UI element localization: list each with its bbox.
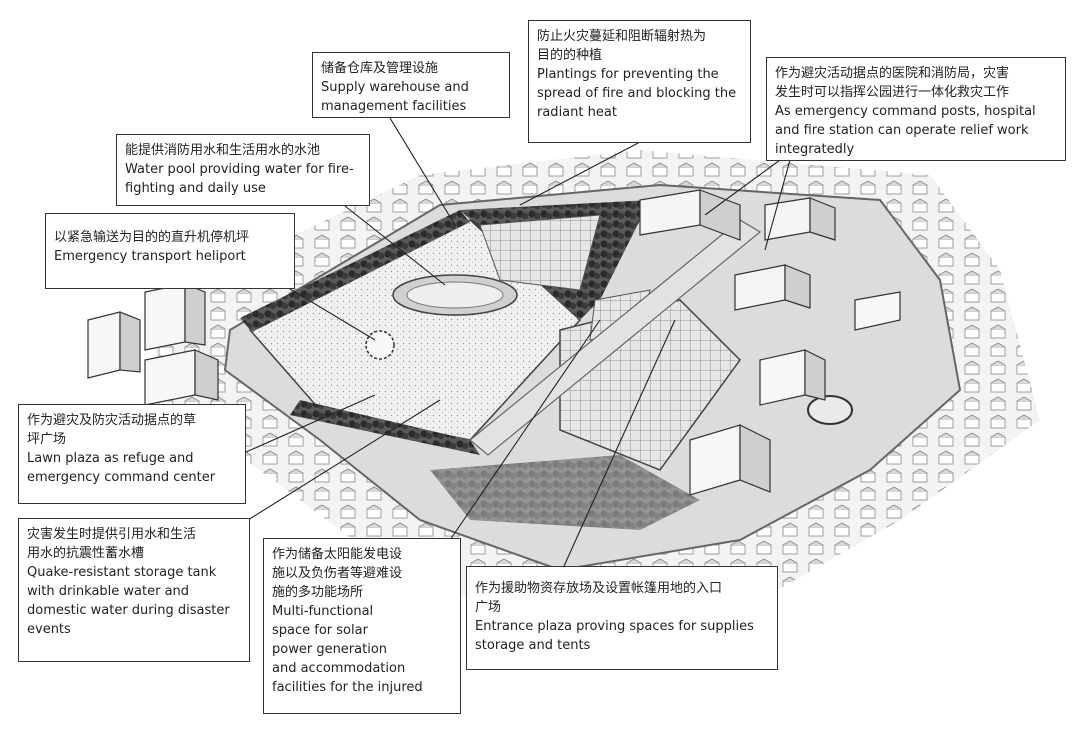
callout-en: Emergency transport heliport xyxy=(54,249,246,264)
callout-supply-warehouse: 储备仓库及管理设施 Supply warehouse and managemen… xyxy=(312,52,510,118)
callout-cn: 作为避灾活动据点的医院和消防局，灾害 发生时可以指挥公园进行一体化救灾工作 xyxy=(775,66,1010,100)
callout-en: Entrance plaza proving spaces for suppli… xyxy=(475,619,754,653)
callout-en: Lawn plaza as refuge and emergency comma… xyxy=(27,451,216,485)
sports-track xyxy=(807,395,853,425)
callout-en: Supply warehouse and management faciliti… xyxy=(321,80,469,114)
callout-multi-functional: 作为储备太阳能发电设 施以及负伤者等避难设 施的多功能场所 Multi-func… xyxy=(263,538,461,714)
callout-cn: 防止火灾蔓延和阻断辐射热为 目的的种植 xyxy=(537,29,707,63)
callout-entrance-plaza: 作为援助物资存放场及设置帐篷用地的入口 广场 Entrance plaza pr… xyxy=(466,566,778,670)
callout-en: Quake-resistant storage tank with drinka… xyxy=(27,565,230,637)
callout-en: Plantings for preventing the spread of f… xyxy=(537,67,737,120)
callout-cn: 以紧急输送为目的的直升机停机坪 xyxy=(54,230,250,245)
heliport xyxy=(365,330,395,360)
callout-en: Water pool providing water for fire- fig… xyxy=(125,162,354,196)
callout-water-pool: 能提供消防用水和生活用水的水池 Water pool providing wat… xyxy=(116,134,370,206)
callout-cn: 能提供消防用水和生活用水的水池 xyxy=(125,143,321,158)
tree-belt-south xyxy=(290,400,480,455)
callout-cn: 作为储备太阳能发电设 施以及负伤者等避难设 施的多功能场所 xyxy=(272,547,403,600)
tree-belt-west xyxy=(240,210,470,332)
callout-storage-tank: 灾害发生时提供引用水和生活 用水的抗震性蓄水槽 Quake-resistant … xyxy=(18,518,250,662)
callout-heliport: 以紧急输送为目的的直升机停机坪 Emergency transport heli… xyxy=(45,213,295,289)
diagonal-road xyxy=(469,219,762,456)
hospital-fire-station-buildings xyxy=(639,189,836,311)
callout-cn: 作为避灾及防灾活动据点的草 坪广场 xyxy=(27,413,197,447)
callout-cn: 灾害发生时提供引用水和生活 用水的抗震性蓄水槽 xyxy=(27,527,197,561)
callout-cn: 储备仓库及管理设施 xyxy=(321,61,439,76)
callout-hospital-fire-station: 作为避灾活动据点的医院和消防局，灾害 发生时可以指挥公园进行一体化救灾工作 As… xyxy=(766,57,1066,161)
callout-fire-plantings: 防止火灾蔓延和阻断辐射热为 目的的种植 Plantings for preven… xyxy=(528,20,751,143)
plantings-grid xyxy=(479,214,601,291)
callout-en: Multi-functional space for solar power g… xyxy=(272,604,423,695)
callout-cn: 作为援助物资存放场及设置帐篷用地的入口 广场 xyxy=(475,581,723,615)
callout-en: As emergency command posts, hospital and… xyxy=(775,104,1036,157)
callout-lawn-plaza: 作为避灾及防灾活动据点的草 坪广场 Lawn plaza as refuge a… xyxy=(18,404,246,504)
